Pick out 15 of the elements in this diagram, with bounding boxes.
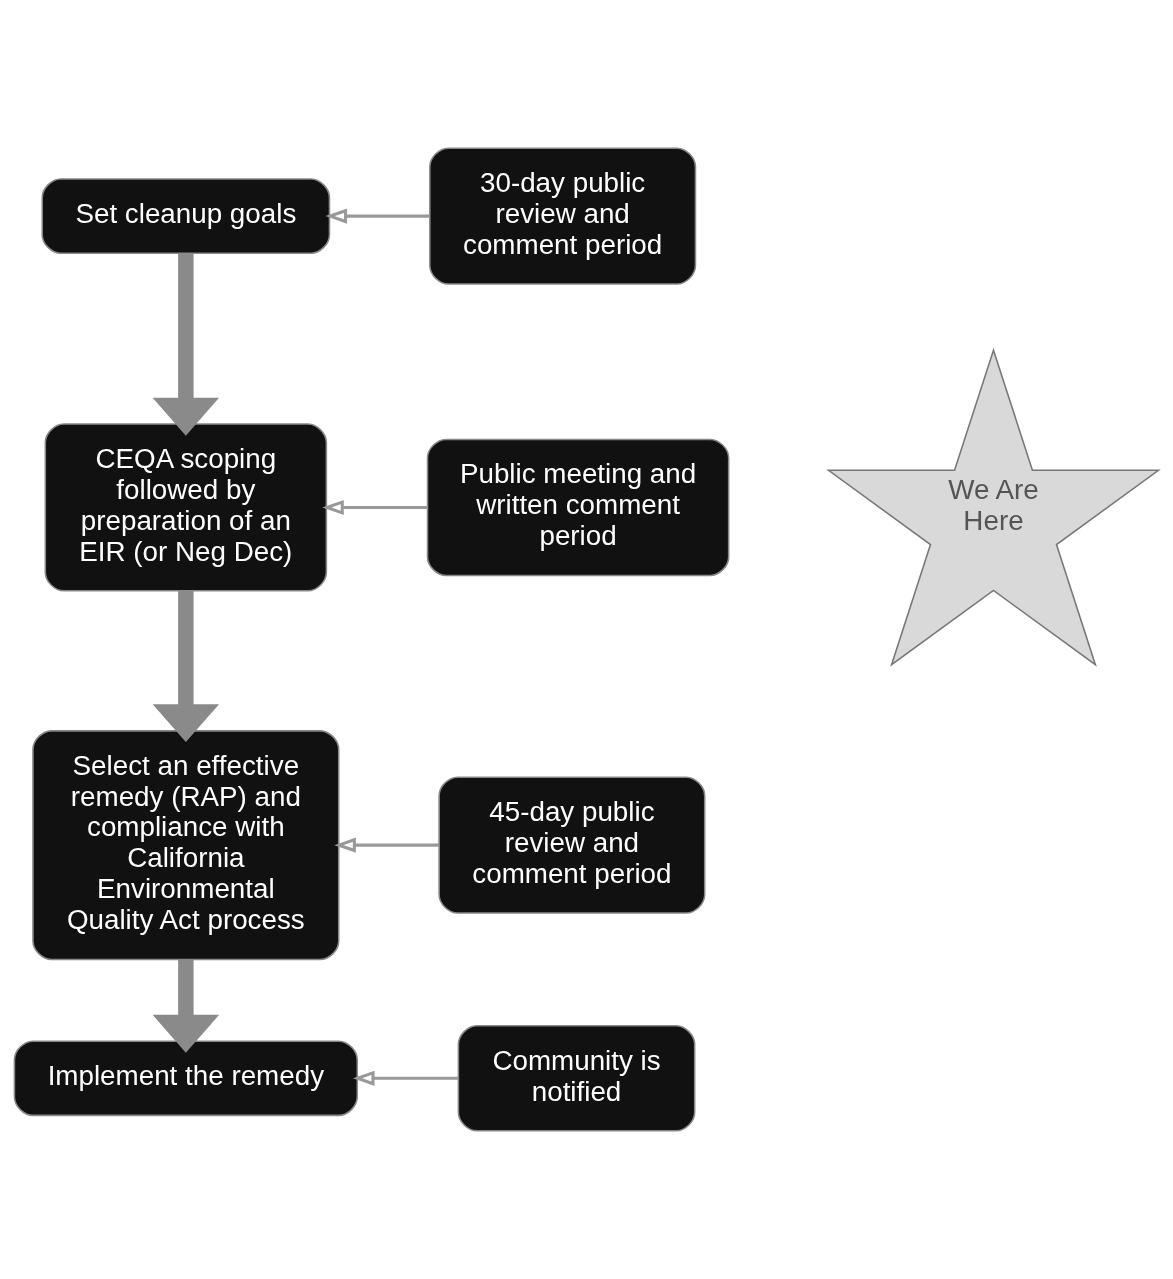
arrow: [152, 959, 220, 1053]
node-box: Community is notified: [457, 1025, 696, 1132]
node-box: 30-day public review and comment period: [429, 147, 697, 285]
arrow: [325, 208, 430, 224]
arrow: [322, 499, 428, 516]
arrow: [334, 837, 440, 853]
node-box: Set cleanup goals: [41, 178, 331, 254]
arrow: [352, 1070, 459, 1086]
node-box: 45-day public review and comment period: [438, 776, 706, 914]
arrow: [152, 590, 220, 743]
node-box: Implement the remedy: [13, 1040, 359, 1117]
node-box: CEQA scoping followed by preparation of an EIR (or Neg Dec): [44, 423, 328, 592]
node-box: Select an effective remedy (RAP) and compliance with California Environmental Quality Act process: [32, 730, 340, 961]
node-box: Public meeting and written comment period: [426, 438, 730, 577]
arrow: [152, 253, 220, 436]
